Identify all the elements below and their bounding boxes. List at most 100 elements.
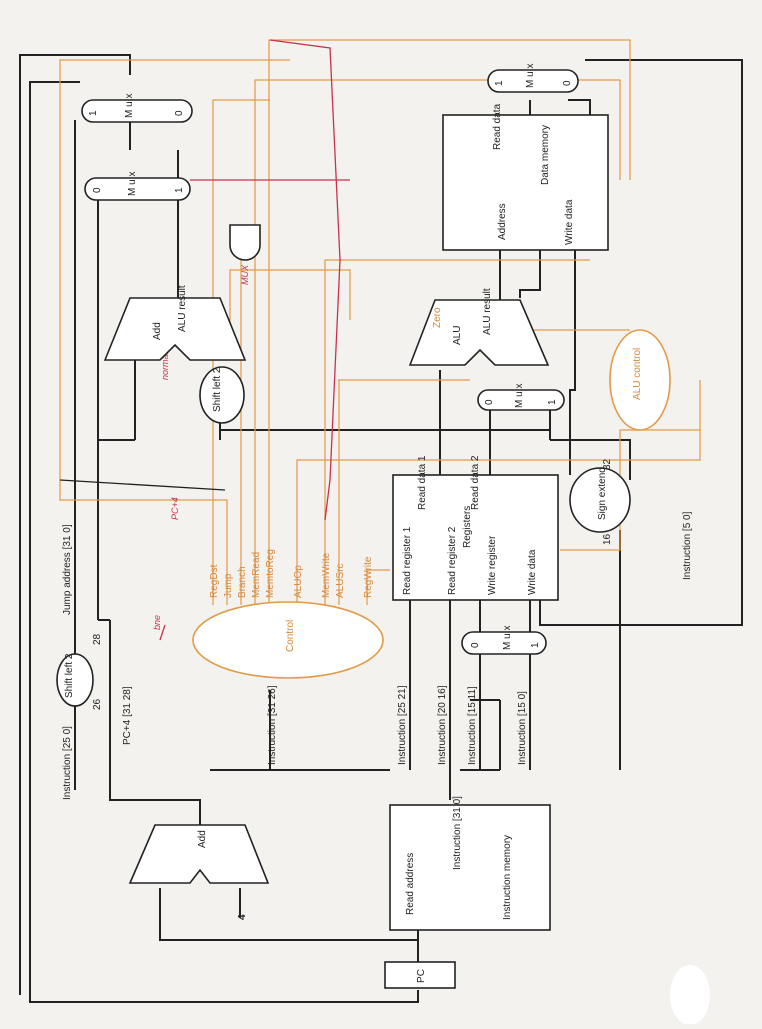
ctrl-regdst-wire	[212, 99, 270, 605]
instr-field-label: Instruction [15 11]	[467, 686, 478, 765]
branch-and-gate	[229, 224, 261, 261]
jump-mux-label: M u x	[124, 94, 135, 118]
alu-mux-label: M u x	[514, 384, 525, 408]
ctrl-memread-wire	[254, 79, 621, 605]
dmem-read-data: Read data	[492, 103, 503, 150]
imem-name: Instruction memory	[502, 835, 513, 920]
branch-mux-in1: 1	[174, 187, 185, 193]
branch-mux-in0: 0	[92, 187, 103, 193]
wb-mux-in0: 1	[494, 80, 505, 86]
branch-shift-label: Shift left 2	[212, 367, 223, 412]
imem-instruction: Instruction [31 0]	[452, 796, 463, 870]
reg-out1: Read data 1	[417, 455, 428, 510]
ctrl-aluop-wire	[296, 380, 701, 605]
annot-normal: normal	[160, 351, 170, 380]
pc-adder: Add 4	[128, 824, 270, 920]
jump-shift-label: Shift left 2	[64, 653, 75, 698]
wr-mux-in1: 1	[530, 642, 541, 648]
instr-field-label: Instruction [15 0]	[517, 691, 528, 765]
jump-mux: 1 M u x 0	[81, 94, 193, 123]
branch-mux: 0 M u x 1	[84, 172, 191, 201]
reg-write-register: Write register	[487, 535, 498, 595]
alu-control-input: Instruction [5 0]	[682, 511, 693, 580]
reg-write-data: Write data	[527, 549, 538, 595]
reg-out2: Read data 2	[470, 455, 481, 510]
ctrl-regwrite-wire	[366, 569, 390, 605]
jump-bits-26: 26	[92, 698, 103, 710]
annot-pc4: PC+4	[170, 497, 180, 520]
ctrl-alusrc-wire	[338, 379, 470, 605]
annot-bne: bne	[152, 615, 162, 630]
reg-name: Registers	[462, 506, 473, 548]
paper-highlight	[670, 965, 710, 1025]
wr-mux-label: M u x	[502, 626, 513, 650]
zero-to-and-wire	[229, 269, 351, 330]
control-signal-aluop: ALUOp	[293, 565, 304, 598]
reg-read1: Read register 1	[402, 526, 413, 595]
control-signal-branch: Branch	[237, 566, 248, 598]
red-mark	[159, 624, 166, 641]
constant-four: 4	[237, 914, 248, 920]
pc-label: PC	[416, 969, 427, 983]
control-signal-jump: Jump	[223, 573, 234, 598]
data-memory: Address Read data Data memory Write data	[442, 103, 609, 251]
ctrl-memtoreg-wire	[268, 39, 631, 605]
main-alu: ALU ALU result Zero	[408, 288, 550, 366]
mem-read-data-wire	[568, 99, 591, 118]
dmem-name: Data memory	[540, 125, 551, 185]
sign-ext-out-wire	[550, 439, 631, 480]
sign-extend: Sign extend 16 32	[569, 458, 631, 545]
jump-instr-label: Instruction [25 0]	[62, 726, 73, 800]
sign-out-bits: 32	[602, 458, 613, 470]
sign-in-bits: 16	[602, 533, 613, 545]
control-wires	[59, 39, 701, 605]
branch-mux-label: M u x	[127, 172, 138, 196]
jump-mux-in1: 0	[174, 110, 185, 116]
pc-register: PC	[384, 961, 456, 989]
wb-mux-in1: 0	[562, 80, 573, 86]
jump-mux-out-wire	[19, 54, 131, 995]
dmem-address: Address	[497, 203, 508, 240]
pc-to-adder-wire	[159, 888, 418, 941]
alu-src-mux: 0 M u x 1	[477, 384, 565, 411]
alu-mux-in1: 1	[547, 399, 558, 405]
register-file: Read register 1 Read register 2 Write re…	[392, 455, 559, 601]
branch-adder-result: ALU result	[177, 285, 188, 332]
branch-adder: Add ALU result	[103, 285, 247, 361]
wb-mux-label: M u x	[525, 64, 536, 88]
write-register-mux: 0 M u x 1	[461, 626, 547, 655]
writeback-loop-wire	[539, 59, 743, 626]
control-instr-bits: Instruction [31 26]	[267, 685, 278, 765]
control-signal-memwrite: MemWrite	[321, 552, 332, 598]
alu-label: ALU	[452, 326, 463, 345]
alu-zero-label: Zero	[432, 307, 443, 328]
mem-to-reg-mux: 1 M u x 0	[487, 64, 579, 93]
alu-result-label: ALU result	[482, 288, 493, 335]
alu-control: ALU control Instruction [5 0]	[609, 329, 693, 580]
branch-shift-left: Shift left 2	[199, 366, 245, 424]
imem-read-address: Read address	[405, 853, 416, 915]
ctrl-jump-wire	[59, 59, 290, 605]
pc-adder-label: Add	[197, 830, 208, 848]
sign-extend-label: Sign extend	[597, 467, 608, 520]
control-signal-regwrite: RegWrite	[363, 556, 374, 598]
pc-feedback-wire	[29, 81, 419, 1003]
control-signal-memread: MemRead	[251, 552, 262, 598]
instr-field-label: Instruction [25 21]	[397, 685, 408, 765]
ctrl-memwrite-wire	[324, 259, 590, 605]
dmem-write-data: Write data	[564, 199, 575, 245]
jump-mux-in0: 1	[88, 110, 99, 116]
control-signal-alusrc: ALUSrc	[335, 564, 346, 598]
control-signal-regdst: RegDst	[209, 564, 220, 598]
red-route-wire	[269, 39, 341, 521]
instruction-memory: Read address Instruction [31 0] Instruct…	[389, 796, 551, 931]
jump-bits-28: 28	[92, 633, 103, 645]
read-data-2-to-mem-wire	[569, 250, 576, 475]
instr-field-label: Instruction [20 16]	[437, 685, 448, 765]
control-label: Control	[285, 620, 296, 652]
datapath-wires	[19, 54, 743, 1003]
